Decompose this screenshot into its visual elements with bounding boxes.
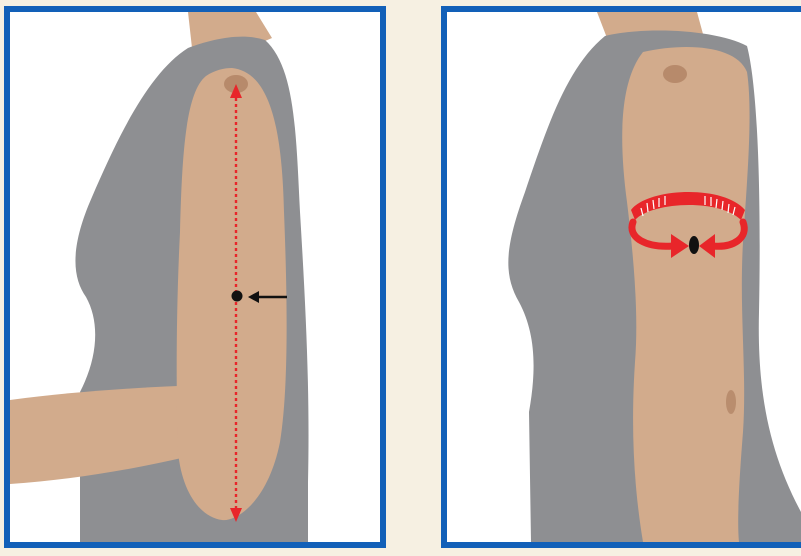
arm-circumference-figure — [447, 12, 801, 542]
panel-arm-circumference — [441, 6, 801, 548]
arm-length-figure — [10, 12, 380, 542]
midpoint-dot — [689, 236, 699, 254]
midpoint-dot — [232, 291, 243, 302]
upper-arm-skin — [177, 68, 287, 520]
upper-arm-skin — [622, 47, 749, 542]
elbow-shading — [726, 390, 736, 414]
shoulder-shading — [663, 65, 687, 83]
panel-arm-length — [4, 6, 386, 548]
